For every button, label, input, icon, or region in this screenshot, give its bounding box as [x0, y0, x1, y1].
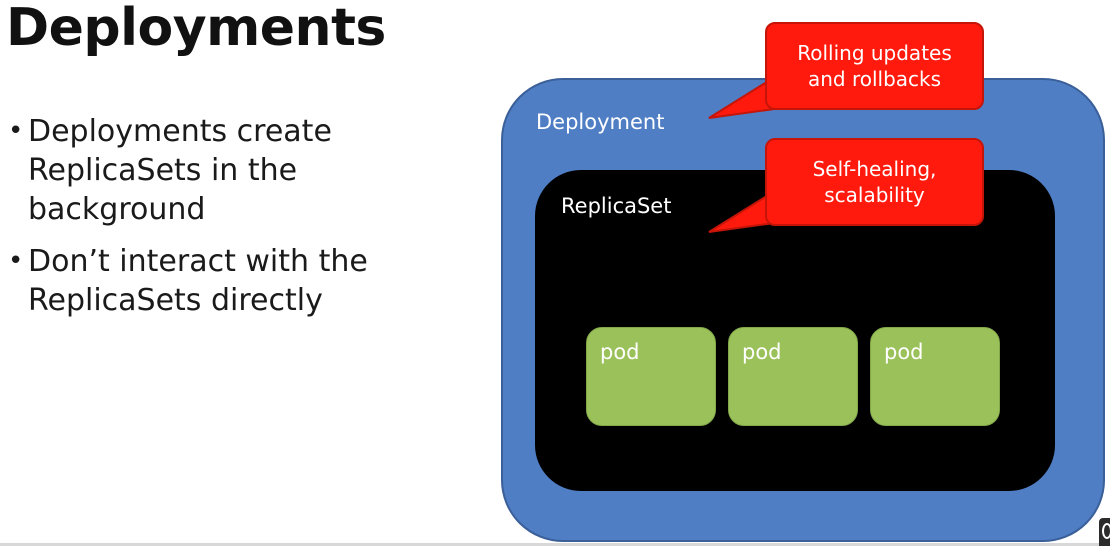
bullet-dot-icon: • — [8, 246, 24, 276]
pod-box: pod — [586, 327, 716, 426]
bullet-item: • Deployments create ReplicaSets in the … — [8, 112, 468, 229]
player-control-icon[interactable] — [1099, 518, 1110, 546]
pod-label: pod — [742, 340, 782, 364]
pod-label: pod — [884, 340, 924, 364]
callout-self-healing: Self-healing, scalability — [765, 138, 984, 226]
bullet-text: Don’t interact with the ReplicaSets dire… — [28, 244, 368, 318]
deployment-label: Deployment — [536, 110, 665, 134]
callout-line: Rolling updates — [797, 41, 952, 65]
bullet-list: • Deployments create ReplicaSets in the … — [8, 112, 468, 333]
pod-label: pod — [600, 340, 640, 364]
bullet-dot-icon: • — [8, 116, 24, 146]
bullet-item: • Don’t interact with the ReplicaSets di… — [8, 242, 468, 320]
replicaset-label: ReplicaSet — [561, 194, 672, 218]
callout-rolling-updates: Rolling updates and rollbacks — [765, 22, 984, 110]
pod-box: pod — [728, 327, 858, 426]
callout-line: Self-healing, — [812, 157, 937, 181]
bottom-divider — [0, 543, 1110, 546]
bullet-text: Deployments create ReplicaSets in the ba… — [28, 114, 332, 227]
callout-line: scalability — [824, 183, 925, 207]
slide-title: Deployments — [6, 0, 386, 58]
pod-box: pod — [870, 327, 1000, 426]
callout-line: and rollbacks — [807, 67, 942, 91]
